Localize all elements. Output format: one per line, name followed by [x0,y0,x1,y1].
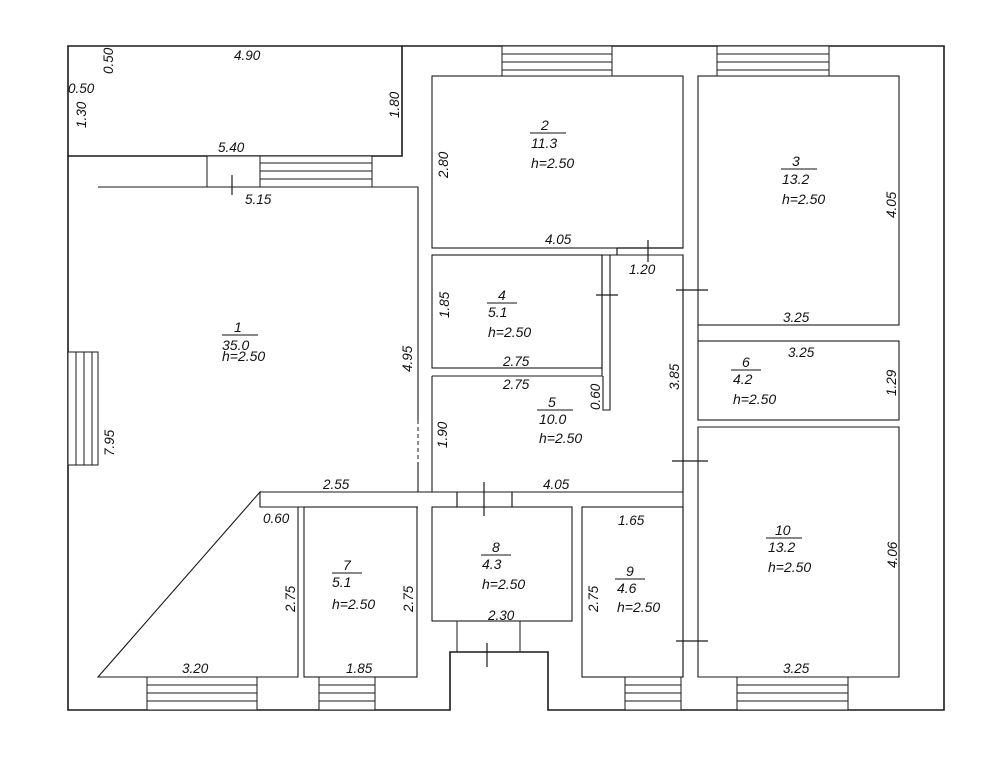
room-label-10: 10 13.2 h=2.50 [766,522,811,575]
dim-room9-left: 2.75 [586,585,601,613]
room-label-2: 2 11.3 h=2.50 [530,117,574,171]
svg-text:4: 4 [498,287,506,303]
room-label-7: 7 5.1 h=2.50 [332,557,375,612]
room-5-wall [431,254,684,493]
svg-text:13.2: 13.2 [782,171,809,187]
svg-text:4.2: 4.2 [733,371,753,387]
dim-room7-bottom: 1.85 [346,661,373,676]
svg-text:h=2.50: h=2.50 [617,599,660,615]
window-room-3 [716,45,830,77]
dim-room5-top: 2.75 [502,377,530,392]
room-label-8: 8 4.3 h=2.50 [481,539,525,592]
svg-text:11.3: 11.3 [531,135,557,151]
room-label-3: 3 13.2 h=2.50 [781,153,825,207]
outer-wall [67,45,403,157]
dim-room8-bottom: 2.30 [487,608,515,623]
dim-room7-right: 2.75 [401,585,416,613]
svg-text:2: 2 [540,117,549,133]
svg-text:5: 5 [548,394,556,410]
dim-room3-right: 4.05 [884,191,899,218]
dim-terrace-small-b: 0.50 [68,81,95,96]
dim-room9-top: 1.65 [618,513,645,528]
svg-text:4.3: 4.3 [482,556,502,572]
window-room-10-bottom [736,676,849,711]
svg-text:h=2.50: h=2.50 [539,430,582,446]
room-10-wall [697,426,900,678]
svg-text:h=2.50: h=2.50 [733,391,776,407]
window-room-9-bottom [624,676,682,711]
dim-room7-offset: 0.60 [263,511,290,526]
svg-text:5.1: 5.1 [488,304,507,320]
svg-text:4.6: 4.6 [617,580,637,596]
svg-text:8: 8 [492,539,500,555]
room-4-wall [431,254,603,369]
window-room-1-left [67,351,99,466]
svg-text:h=2.50: h=2.50 [488,324,531,340]
dim-room2-bottom: 4.05 [545,232,572,247]
dim-room6-top: 3.25 [788,345,815,360]
room-label-1: 1 35.0 h=2.50 [222,319,265,364]
svg-text:6: 6 [742,354,750,370]
dim-room6-right: 1.29 [884,369,899,396]
dim-room10-bottom: 3.25 [783,661,810,676]
dim-room1-left: 7.95 [102,429,117,456]
dim-room1-right: 4.95 [400,345,415,372]
svg-text:h=2.50: h=2.50 [782,191,825,207]
corridor-wall [260,491,683,508]
entrance-door [456,621,521,652]
svg-text:10: 10 [775,522,791,538]
room-label-5: 5 10.0 h=2.50 [537,394,582,446]
dim-terrace-top: 4.90 [234,48,261,63]
svg-text:h=2.50: h=2.50 [768,559,811,575]
dim-room5-bottom: 4.05 [543,477,570,492]
room-label-9: 9 4.6 h=2.50 [615,563,660,615]
dim-room7-left: 2.75 [283,585,298,613]
dim-terrace-left: 1.30 [74,101,89,128]
svg-text:h=2.50: h=2.50 [332,596,375,612]
dim-room5-wall: 0.60 [588,383,603,410]
dim-terrace-right: 1.80 [387,91,402,118]
dim-terrace-bottom: 5.40 [218,140,245,155]
svg-text:13.2: 13.2 [768,539,795,555]
dim-hall-top: 1.20 [629,262,656,277]
dim-room5-right: 3.85 [667,363,682,390]
dim-room1-bottom: 3.20 [182,661,209,676]
svg-text:h=2.50: h=2.50 [531,155,574,171]
svg-text:5.1: 5.1 [332,574,351,590]
window-room-1-bottom [146,676,258,711]
door-ticks [231,175,708,667]
window-room-7-bottom [318,676,376,711]
dim-room10-right: 4.06 [885,541,900,568]
svg-text:9: 9 [626,563,634,579]
dim-room4-left: 1.85 [437,291,452,318]
window-room-2 [501,45,613,77]
svg-text:10.0: 10.0 [539,411,566,427]
dim-corridor: 2.55 [322,477,350,492]
dim-terrace-small-a: 0.50 [101,47,116,74]
dim-room2-left: 2.80 [436,151,451,179]
dim-room3-bottom: 3.25 [783,310,810,325]
room-label-6: 6 4.2 h=2.50 [731,354,776,407]
svg-text:3: 3 [792,153,800,169]
dim-room4-bottom: 2.75 [502,354,530,369]
svg-text:35.0: 35.0 [222,337,249,353]
dim-room5-left: 1.90 [435,421,450,448]
svg-text:h=2.50: h=2.50 [482,576,525,592]
room-label-4: 4 5.1 h=2.50 [487,287,531,340]
dim-room1-top: 5.15 [245,192,272,207]
svg-text:1: 1 [234,319,242,335]
window-top-1 [206,155,373,188]
svg-text:7: 7 [343,557,352,573]
svg-text:h=2.50: h=2.50 [222,348,265,364]
room-8-wall [431,506,573,622]
